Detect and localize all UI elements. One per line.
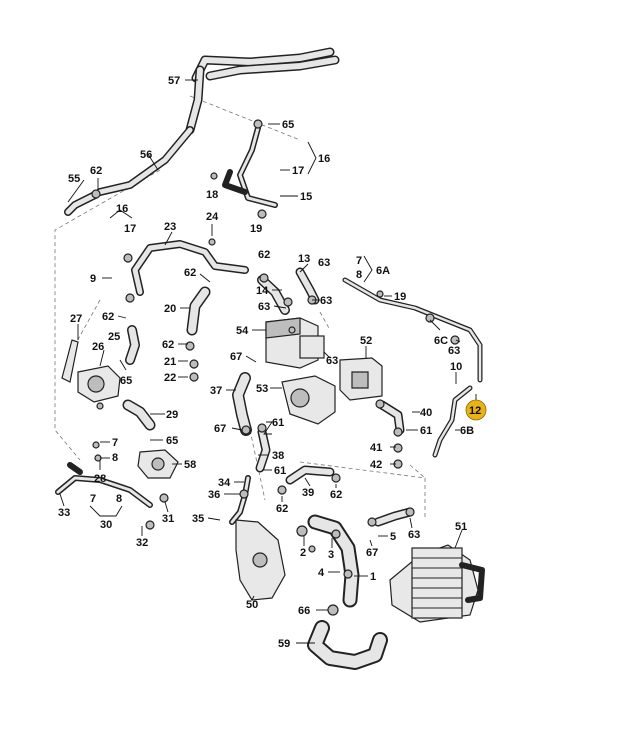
callout-65: 65 — [166, 435, 178, 447]
callout-14: 14 — [256, 285, 269, 297]
callout-19: 19 — [250, 223, 262, 235]
hoses — [55, 47, 483, 670]
callout-67: 67 — [214, 423, 226, 435]
callout-7: 7 — [112, 437, 118, 449]
callout-62: 62 — [162, 339, 174, 351]
callout-33: 33 — [58, 507, 70, 519]
leader-lines — [59, 79, 477, 644]
callout-22: 22 — [164, 372, 176, 384]
callout-26: 26 — [92, 341, 104, 353]
callout-51: 51 — [455, 521, 467, 533]
callout-39: 39 — [302, 487, 314, 499]
callout-6A: 6A — [376, 265, 390, 277]
callout-50: 50 — [246, 599, 258, 611]
callout-28: 28 — [94, 473, 106, 485]
callout-62: 62 — [102, 311, 114, 323]
callout-32: 32 — [136, 537, 148, 549]
callout-19: 19 — [394, 291, 406, 303]
callout-15: 15 — [300, 191, 312, 203]
callout-6B: 6B — [460, 425, 474, 437]
dashed-lines — [54, 95, 426, 520]
callout-10: 10 — [450, 361, 462, 373]
callout-61: 61 — [272, 417, 284, 429]
callout-2: 2 — [300, 547, 306, 559]
callout-12: 12 — [469, 405, 481, 417]
callout-6C: 6C — [434, 335, 448, 347]
callout-1: 1 — [370, 571, 376, 583]
callout-55: 55 — [68, 173, 80, 185]
callout-7: 7 — [90, 493, 96, 505]
callout-63: 63 — [320, 295, 332, 307]
callout-61: 61 — [274, 465, 286, 477]
callout-53: 53 — [256, 383, 268, 395]
components — [61, 119, 485, 623]
callout-29: 29 — [166, 409, 178, 421]
callout-7: 7 — [356, 255, 362, 267]
callout-42: 42 — [370, 459, 382, 471]
callout-8: 8 — [112, 452, 118, 464]
callout-labels: 57 65 56 16 62 55 17 18 15 16 17 24 19 2… — [58, 75, 481, 650]
callout-36: 36 — [208, 489, 220, 501]
callout-65: 65 — [282, 119, 294, 131]
callout-25: 25 — [108, 331, 120, 343]
callout-63: 63 — [318, 257, 330, 269]
callout-63: 63 — [326, 355, 338, 367]
callout-8: 8 — [116, 493, 122, 505]
callout-13: 13 — [298, 253, 310, 265]
callout-63: 63 — [408, 529, 420, 541]
callout-38: 38 — [272, 450, 284, 462]
callout-34: 34 — [218, 477, 231, 489]
callout-17: 17 — [292, 165, 304, 177]
callout-16: 16 — [318, 153, 330, 165]
callout-20: 20 — [164, 303, 176, 315]
callout-63: 63 — [258, 301, 270, 313]
callout-65: 65 — [120, 375, 132, 387]
callout-27: 27 — [70, 313, 82, 325]
callout-4: 4 — [318, 567, 325, 579]
callout-54: 54 — [236, 325, 249, 337]
callout-61: 61 — [420, 425, 432, 437]
callout-63: 63 — [448, 345, 460, 357]
callout-41: 41 — [370, 442, 382, 454]
callout-62: 62 — [330, 489, 342, 501]
callout-40: 40 — [420, 407, 432, 419]
callout-9: 9 — [90, 273, 96, 285]
callout-62: 62 — [276, 503, 288, 515]
callout-62: 62 — [258, 249, 270, 261]
callout-17: 17 — [124, 223, 136, 235]
callout-58: 58 — [184, 459, 196, 471]
callout-62: 62 — [184, 267, 196, 279]
callout-30: 30 — [100, 519, 112, 531]
callout-24: 24 — [206, 211, 219, 223]
callout-31: 31 — [162, 513, 174, 525]
callout-21: 21 — [164, 356, 176, 368]
callout-56: 56 — [140, 149, 152, 161]
highlight-marker — [465, 399, 487, 421]
callout-23: 23 — [164, 221, 176, 233]
callout-67: 67 — [366, 547, 378, 559]
callout-3: 3 — [328, 549, 334, 561]
callout-66: 66 — [298, 605, 310, 617]
callout-35: 35 — [192, 513, 204, 525]
callout-57: 57 — [168, 75, 180, 87]
callout-5: 5 — [390, 531, 396, 543]
callout-37: 37 — [210, 385, 222, 397]
callout-18: 18 — [206, 189, 218, 201]
callout-59: 59 — [278, 638, 290, 650]
callout-52: 52 — [360, 335, 372, 347]
callout-8: 8 — [356, 269, 362, 281]
callout-67: 67 — [230, 351, 242, 363]
callout-62: 62 — [90, 165, 102, 177]
callout-16: 16 — [116, 203, 128, 215]
